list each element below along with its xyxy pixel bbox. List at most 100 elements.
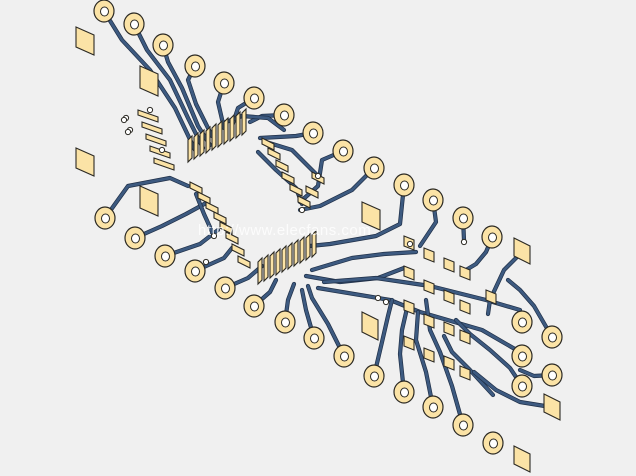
through-hole-pad [422, 395, 444, 419]
through-hole-pad [302, 121, 324, 145]
pad-hole [159, 40, 168, 51]
through-hole-pad [363, 364, 385, 388]
via [298, 206, 306, 214]
pad-hole [459, 420, 468, 431]
square-pad [361, 201, 381, 231]
ic-pin [219, 221, 233, 235]
through-hole-pad [541, 325, 563, 349]
through-hole-pad [184, 259, 206, 283]
ic-pin [193, 131, 199, 161]
smd-pad [423, 347, 435, 363]
pad-hole [548, 370, 557, 381]
smd-pad [423, 313, 435, 329]
ic-pin [231, 243, 245, 257]
through-hole-pad [273, 103, 295, 127]
smd-pad [403, 335, 415, 351]
pad-hole [191, 266, 200, 277]
pad-hole [489, 438, 498, 449]
through-hole-pad [274, 310, 296, 334]
ic-pin [267, 147, 281, 161]
ic-pin [211, 122, 217, 152]
pad-hole [400, 387, 409, 398]
ic-pin [275, 159, 289, 173]
through-hole-pad [303, 326, 325, 350]
via [382, 298, 390, 306]
through-hole-pad [452, 206, 474, 230]
trace-layer [101, 8, 555, 428]
ic-pin [237, 255, 251, 269]
ic-pin [217, 119, 223, 149]
through-hole-pad [393, 380, 415, 404]
via [146, 106, 154, 114]
trace [398, 302, 410, 394]
trace [308, 183, 406, 248]
via [120, 116, 128, 124]
via [406, 240, 414, 248]
ic-pin [281, 171, 295, 185]
ic-pin [311, 229, 317, 259]
through-hole-pad [124, 226, 146, 250]
smd-pad [459, 299, 471, 315]
via [158, 146, 166, 154]
square-pad [513, 237, 531, 265]
through-hole-pad [214, 276, 236, 300]
smd-pad [459, 365, 471, 381]
through-hole-pad [422, 188, 444, 212]
smd-pad [443, 257, 455, 273]
pad-hole [370, 371, 379, 382]
through-hole-pad [393, 173, 415, 197]
smd-pad [459, 329, 471, 345]
pad-hole [310, 333, 319, 344]
square-pad [75, 147, 95, 177]
square-pad [361, 311, 379, 341]
ic-pin [305, 232, 311, 262]
trace [506, 278, 554, 339]
smd-pad [443, 355, 455, 371]
ic-pin [241, 107, 247, 137]
pad-hole [518, 381, 527, 392]
smd-pad [443, 289, 455, 305]
through-hole-pad [482, 431, 504, 455]
ic-pin [297, 195, 311, 209]
through-hole-pad [481, 225, 503, 249]
pad-hole [340, 351, 349, 362]
trace [414, 310, 435, 409]
pad-hole [220, 78, 229, 89]
ic-pin [305, 185, 319, 199]
through-hole-pad [93, 0, 115, 23]
smd-pad [403, 265, 415, 281]
smd-pad [145, 133, 167, 147]
via [124, 128, 132, 136]
trace [472, 370, 553, 409]
trace [194, 192, 216, 238]
pad-hole [339, 146, 348, 157]
smd-pad [137, 109, 159, 123]
watermark-text: http://www.elecfans.com [198, 222, 372, 239]
through-hole-pad [452, 413, 474, 437]
pad-hole [130, 19, 139, 30]
ic-pin [257, 256, 263, 286]
pad-hole [370, 163, 379, 174]
pad-hole [309, 128, 318, 139]
pad-hole [281, 317, 290, 328]
trace [132, 22, 205, 150]
pad-hole [161, 251, 170, 262]
through-hole-pad [243, 294, 265, 318]
smd-pad [459, 265, 471, 281]
via [210, 232, 218, 240]
ic-pin [293, 238, 299, 268]
ic-pin [235, 110, 241, 140]
square-pad [75, 26, 95, 56]
through-hole-pad [94, 206, 116, 230]
through-hole-pad [511, 310, 533, 334]
trace [103, 176, 190, 220]
pad-hole [280, 110, 289, 121]
through-hole-pad [184, 54, 206, 78]
pad-hole [131, 233, 140, 244]
through-hole-pad [154, 244, 176, 268]
ic-pin [289, 183, 303, 197]
ic-pin [187, 134, 193, 164]
ic-pin [287, 241, 293, 271]
trace [310, 250, 418, 272]
